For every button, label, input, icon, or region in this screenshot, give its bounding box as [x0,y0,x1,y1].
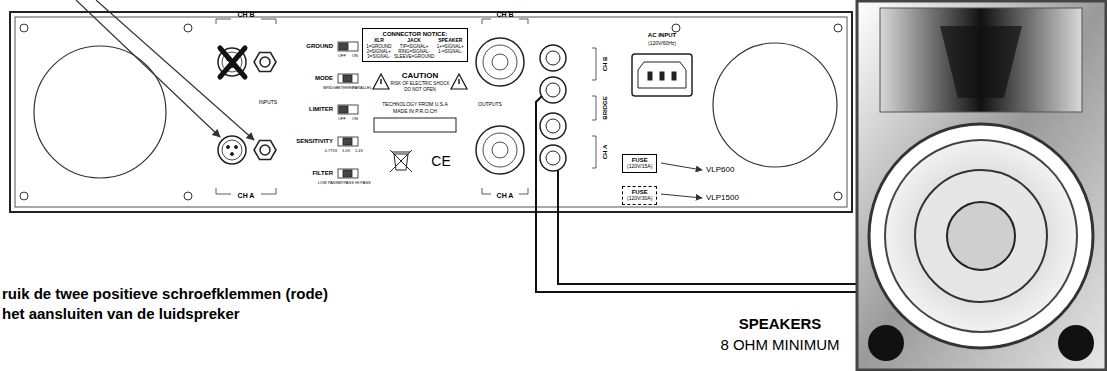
node-text: JACK [394,38,435,44]
panel-label: CH A [497,192,514,199]
bracket [216,19,596,194]
panel-label: MODE [315,75,333,81]
panel-label: BRIDGE [323,86,338,90]
panel-label: RISK OF ELECTRIC SHOCK [391,82,450,87]
panel-label: MADE IN P.R.O.CH [393,109,437,114]
node-text: TIP=SIGNAL+ RING=SIGNAL- SLEEVE=GROUND [394,44,435,60]
panel-label: CH B [237,11,254,18]
panel-label: OFF [338,117,346,121]
fuse-box: FUSE(120V/30A) [622,186,657,205]
panel-label: OUTPUTS [478,102,502,107]
caption-text: het aansluiten van de luidspreker [2,306,240,321]
node-text: (120V/15A) [627,164,652,170]
fuse-box: FUSE(120V/15A) [622,154,657,173]
panel-label: PARALLEL [352,86,372,90]
node-text: CONNECTOR NOTICE: [366,31,464,38]
xlr-connector [218,48,246,164]
cross-mark [220,48,245,77]
panel-label: CH A [602,145,608,159]
panel-label: GROUND [306,43,333,49]
node-text: XLR [366,38,392,44]
panel-label: HI PASS [355,181,371,185]
panel-label: CH B [496,11,513,18]
panel-label: TECHNOLOGY FROM U.S.A [382,102,447,107]
panel-label: VLP1500 [706,194,739,202]
pointer-arrow [76,0,254,140]
speakon-connector [476,38,524,174]
panel-label: DO NOT OPEN [404,88,435,93]
panel-label: STEREO [338,86,354,90]
rear-panel [10,12,852,212]
panel-label: VLP600 [706,166,734,174]
serial-plate [374,118,456,132]
panel-label: INPUTS [259,100,277,105]
binding-post [540,45,566,171]
panel-label: SENSITIVITY [296,138,333,144]
panel-label: 0.775V [325,149,338,153]
panel-label: OFF [338,54,346,58]
panel-label: AC INPUT [648,32,676,38]
panel-label: ON [352,117,358,121]
fuse-arrow [661,163,702,198]
panel-label: 1.0V [342,149,350,153]
ac-inlet [632,54,692,96]
panel-label: (120V/60Hz) [648,41,676,46]
node-text: (120V/30A) [627,196,652,202]
speaker-cabinet [857,1,1106,370]
speaker-wire [536,96,857,292]
panel-label: BRIDGE [602,96,608,119]
node-text: 1+=SIGNAL+ 1-=SIGNAL- [437,44,465,60]
node-text: FUSE [627,189,652,196]
panel-label: CAUTION [402,72,438,80]
node-text: SPEAKER [437,38,465,44]
panel-label: CE [431,154,450,168]
panel-label: LOW PASS [318,181,339,185]
caption-text: ruik de twee positieve schroefklemmen (r… [2,286,328,301]
jack-connector [254,53,276,160]
panel-label: CH A [238,192,255,199]
panel-label: ON [352,54,358,58]
node-text: 1=GROUND 2=SIGNAL+ 3=SIGNAL- [366,44,392,60]
panel-label: CH B [602,57,608,72]
panel-label: BYPASS [338,181,354,185]
caption-text: 8 OHM MINIMUM [720,337,839,352]
panel-label: LIMITER [309,106,333,112]
notice-box: CONNECTOR NOTICE:XLRJACKSPEAKER 1=GROUND … [362,28,468,62]
node-text: FUSE [627,157,652,164]
weee-symbol [390,150,412,172]
panel-label: FILTER [312,170,333,176]
panel-label: 1.4V [355,149,363,153]
caption-text: SPEAKERS [739,316,822,331]
switch [338,42,358,178]
